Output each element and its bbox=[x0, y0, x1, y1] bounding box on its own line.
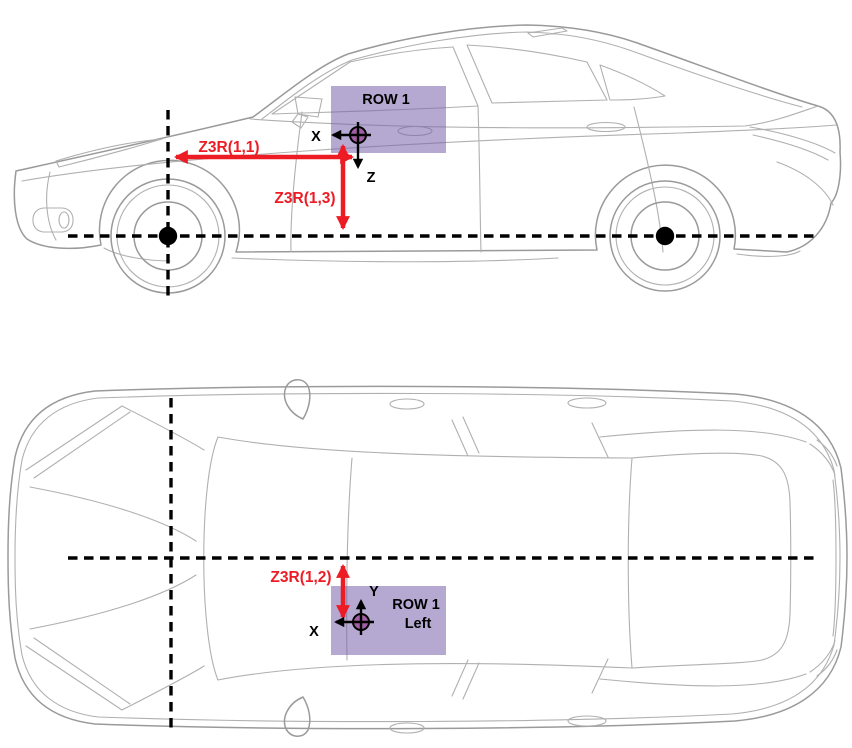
row1-highlight-box bbox=[331, 86, 446, 153]
door-handle-rear-left bbox=[567, 715, 607, 727]
door-handle-rear-right bbox=[567, 397, 607, 409]
z-axis-label: Z bbox=[367, 170, 376, 186]
door-handle-front-right bbox=[389, 398, 425, 410]
row1-left-highlight-box bbox=[331, 586, 446, 655]
rear-door-handle bbox=[586, 121, 626, 133]
car-side-silhouette bbox=[13, 24, 842, 253]
car-top-inner-outline bbox=[14, 392, 841, 723]
z3r12-dimension-label: Z3R(1,2) bbox=[270, 569, 331, 586]
x-axis-label-plan: X bbox=[309, 624, 319, 640]
side-mirror-right bbox=[283, 379, 311, 420]
side-mirror-left bbox=[283, 696, 311, 737]
car-side-details bbox=[21, 27, 837, 263]
fog-lamp bbox=[32, 207, 74, 233]
y-axis-label: Y bbox=[369, 584, 379, 600]
fog-lamp-lens bbox=[58, 211, 70, 229]
side-view: ROW 1 Z3R(1,1) Z3R(1,3) X Z bbox=[13, 24, 842, 296]
car-top-outer-outline bbox=[7, 385, 848, 730]
z3r13-dimension-label: Z3R(1,3) bbox=[274, 190, 335, 207]
door-handle-front-left bbox=[389, 722, 425, 734]
row1-left-box-sublabel: Left bbox=[405, 616, 432, 632]
z3r11-dimension-label: Z3R(1,1) bbox=[198, 139, 259, 156]
row1-left-box-label: ROW 1 bbox=[392, 597, 440, 613]
top-view: ROW 1 Left Z3R(1,2) Y X bbox=[7, 379, 848, 737]
front-wheel-center-dot bbox=[158, 226, 178, 246]
rear-wheel-center-dot bbox=[655, 226, 675, 246]
x-axis-label: X bbox=[311, 129, 321, 145]
row1-box-label: ROW 1 bbox=[362, 92, 410, 108]
